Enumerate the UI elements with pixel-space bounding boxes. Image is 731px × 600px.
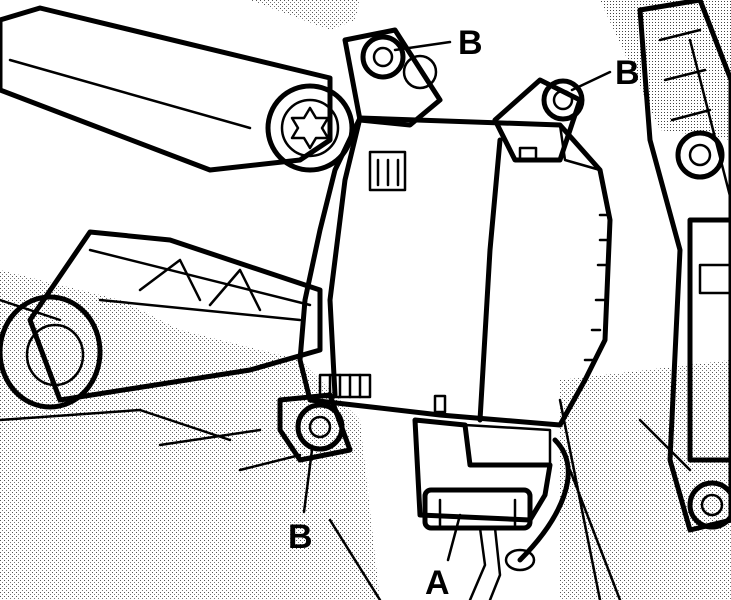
actuator-module <box>297 115 613 428</box>
label-bolt-right: B <box>615 54 640 92</box>
mounting-ears <box>277 27 583 463</box>
leader-lines <box>302 40 612 562</box>
bolt-top <box>360 34 438 90</box>
bolt-bottom <box>295 402 345 452</box>
label-bolt-bottom: B <box>288 518 313 556</box>
lower-link-bar <box>0 229 323 410</box>
upper-bracket-arm <box>0 5 355 173</box>
right-frame <box>637 0 731 533</box>
connector-housing <box>412 417 571 600</box>
label-bolt-top: B <box>458 24 483 62</box>
label-connector: A <box>425 564 450 600</box>
bolt-right <box>541 78 585 122</box>
torx-head-icon <box>290 106 330 150</box>
